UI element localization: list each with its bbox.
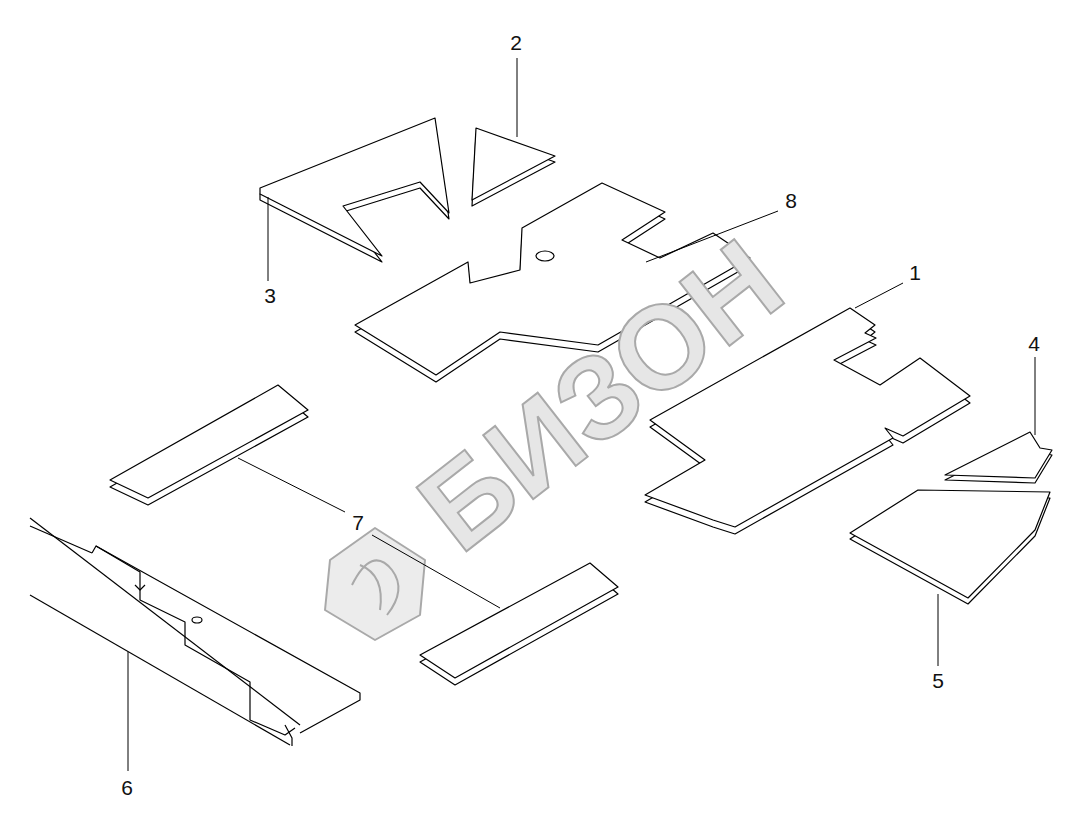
callout-number: 2 xyxy=(508,31,524,54)
callout-number: 1 xyxy=(907,261,923,284)
callout-number: 8 xyxy=(783,189,799,212)
callout-number: 4 xyxy=(1026,332,1042,355)
callout-number: 3 xyxy=(262,284,278,307)
watermark-logo xyxy=(325,528,425,640)
callout-number: 6 xyxy=(119,776,135,799)
mat-part xyxy=(850,490,1050,604)
mat-part xyxy=(945,432,1052,483)
mat-part xyxy=(472,128,555,206)
watermark-text: БИЗОН xyxy=(396,218,803,573)
leader-line xyxy=(128,58,1035,771)
mat-part xyxy=(260,118,449,262)
callout-number: 7 xyxy=(350,511,366,534)
callout-number: 5 xyxy=(930,669,946,692)
mat-part xyxy=(30,518,360,746)
